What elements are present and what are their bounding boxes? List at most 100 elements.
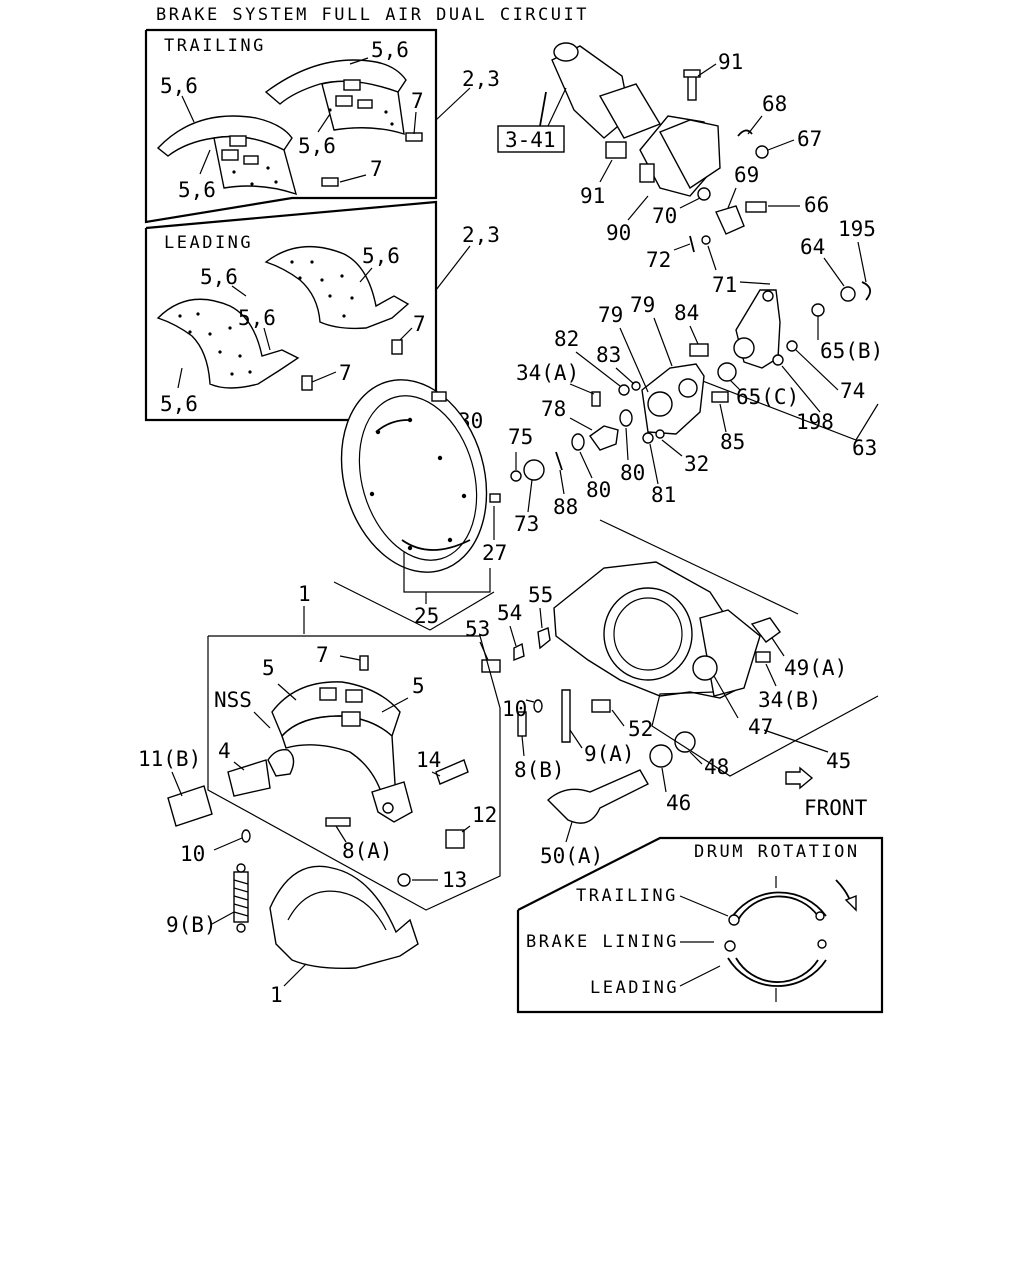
callout-9a: 9(A) <box>584 742 635 766</box>
callout-34b: 34(B) <box>758 688 821 712</box>
bushing-12 <box>445 829 465 849</box>
drum-rotation-title: DRUM ROTATION <box>694 842 860 862</box>
slack-adjuster-group: 64 195 65(B) 65(C) 74 198 63 <box>699 217 883 460</box>
callout-5-6-leading-2: 5,6 <box>200 265 238 289</box>
callout-82: 82 <box>554 327 579 351</box>
bolt-84 <box>689 343 709 357</box>
callout-91-left: 91 <box>580 184 605 208</box>
callout-74: 74 <box>840 379 865 403</box>
callout-8b: 8(B) <box>514 758 565 782</box>
spring-9a <box>561 689 571 743</box>
ring-65c <box>717 362 737 382</box>
callout-27: 27 <box>482 541 507 565</box>
clip-55 <box>537 627 551 650</box>
callout-91-top: 91 <box>718 50 743 74</box>
washer-80a <box>619 409 633 427</box>
bolt-91-left <box>605 141 627 159</box>
front-label: FRONT <box>804 796 868 820</box>
trailing-pin-lower <box>321 177 339 187</box>
callout-72: 72 <box>646 248 671 272</box>
washer-75 <box>510 470 522 482</box>
callout-84: 84 <box>674 301 699 325</box>
drum-rotation-box: DRUM ROTATION TRAILING BRAKE LINING LEAD… <box>516 836 884 1014</box>
callout-1-top: 1 <box>298 582 311 606</box>
callout-7: 7 <box>316 643 329 667</box>
seal-47 <box>692 655 718 681</box>
leading-shoe-box: LEADING 5,6 5,6 5,6 5,6 7 <box>144 200 500 422</box>
spider-housing: 55 54 53 49(A) 34(B) 47 45 52 48 46 10 8… <box>465 519 879 868</box>
callout-64: 64 <box>800 235 825 259</box>
callout-7-trailing-2: 7 <box>370 157 383 181</box>
bolt-30 <box>431 391 447 402</box>
callout-13: 13 <box>442 868 467 892</box>
callout-80b: 80 <box>586 478 611 502</box>
leading-pin-lower <box>301 375 313 391</box>
clip-88 <box>555 451 563 471</box>
bushing-78 <box>589 425 619 451</box>
callout-2-3-leading: 2,3 <box>462 223 500 247</box>
dust-shield: 27 25 <box>333 379 507 631</box>
callout-5-left: 5 <box>262 656 275 680</box>
fitting-34a <box>591 391 601 407</box>
bolt-74 <box>786 340 798 352</box>
drum-trailing-label: TRAILING <box>576 886 678 906</box>
ring-65b <box>811 303 825 317</box>
brake-shoe-assembly: 1 7 5 5 NSS 4 11(B) 14 12 8(A) <box>138 582 501 1007</box>
callout-90: 90 <box>606 221 631 245</box>
callout-5-6-trailing-4: 5,6 <box>178 178 216 202</box>
callout-52: 52 <box>628 717 653 741</box>
leading-shoe-lower <box>156 298 300 389</box>
cam-bracket-group: 79 79 84 82 83 34(A) 78 85 30 75 32 80 8… <box>435 293 745 536</box>
clevis-69 <box>715 205 745 235</box>
bushing-4 <box>227 759 271 797</box>
callout-nss: NSS <box>214 688 252 712</box>
drum-brake-lining-label: BRAKE LINING <box>526 932 679 952</box>
clip-54 <box>513 642 525 662</box>
drum-leading-label: LEADING <box>590 978 679 998</box>
callout-75: 75 <box>508 425 533 449</box>
camshaft-50a <box>546 769 649 824</box>
nut-82 <box>618 384 630 396</box>
callout-53: 53 <box>465 617 490 641</box>
callout-79a: 79 <box>598 303 623 327</box>
ref-box-3-41 <box>497 125 565 153</box>
callout-68: 68 <box>762 92 787 116</box>
diagram-title: BRAKE SYSTEM FULL AIR DUAL CIRCUIT <box>156 5 589 25</box>
leading-shoe-upper <box>264 245 410 330</box>
pin-27 <box>489 493 501 503</box>
callout-5-6-leading-4: 5,6 <box>160 392 198 416</box>
callout-9b: 9(B) <box>166 913 217 937</box>
leading-pin-upper <box>391 339 403 355</box>
callout-7-leading-2: 7 <box>339 361 352 385</box>
callout-14: 14 <box>416 748 441 772</box>
bolt-52 <box>591 699 611 713</box>
trailing-pin-upper <box>405 132 423 142</box>
callout-85: 85 <box>720 430 745 454</box>
drum-trailing-shoe <box>729 891 827 921</box>
callout-198: 198 <box>796 410 834 434</box>
callout-45: 45 <box>826 749 851 773</box>
trailing-shoe-lower <box>156 115 298 196</box>
clip-13 <box>397 873 411 887</box>
bolt-14 <box>435 759 469 785</box>
callout-195: 195 <box>838 217 876 241</box>
pin-72 <box>689 235 695 253</box>
callout-10-right: 10 <box>502 697 527 721</box>
bolt-91-top <box>687 73 697 101</box>
nut-81 <box>642 432 654 444</box>
callout-5-6-leading-3: 5,6 <box>238 306 276 330</box>
callout-66: 66 <box>804 193 829 217</box>
fitting-34b <box>755 651 771 663</box>
callout-47: 47 <box>748 715 773 739</box>
callout-69: 69 <box>734 163 759 187</box>
rivet-7 <box>359 655 369 671</box>
clip-195 <box>861 281 872 301</box>
front-arrow-icon <box>785 766 814 790</box>
nut-67 <box>755 145 769 159</box>
callout-11b: 11(B) <box>138 747 201 771</box>
washer-10 <box>533 699 543 713</box>
callout-48: 48 <box>704 755 729 779</box>
callout-5-6-trailing-3: 5,6 <box>298 134 336 158</box>
callout-8a: 8(A) <box>342 839 393 863</box>
